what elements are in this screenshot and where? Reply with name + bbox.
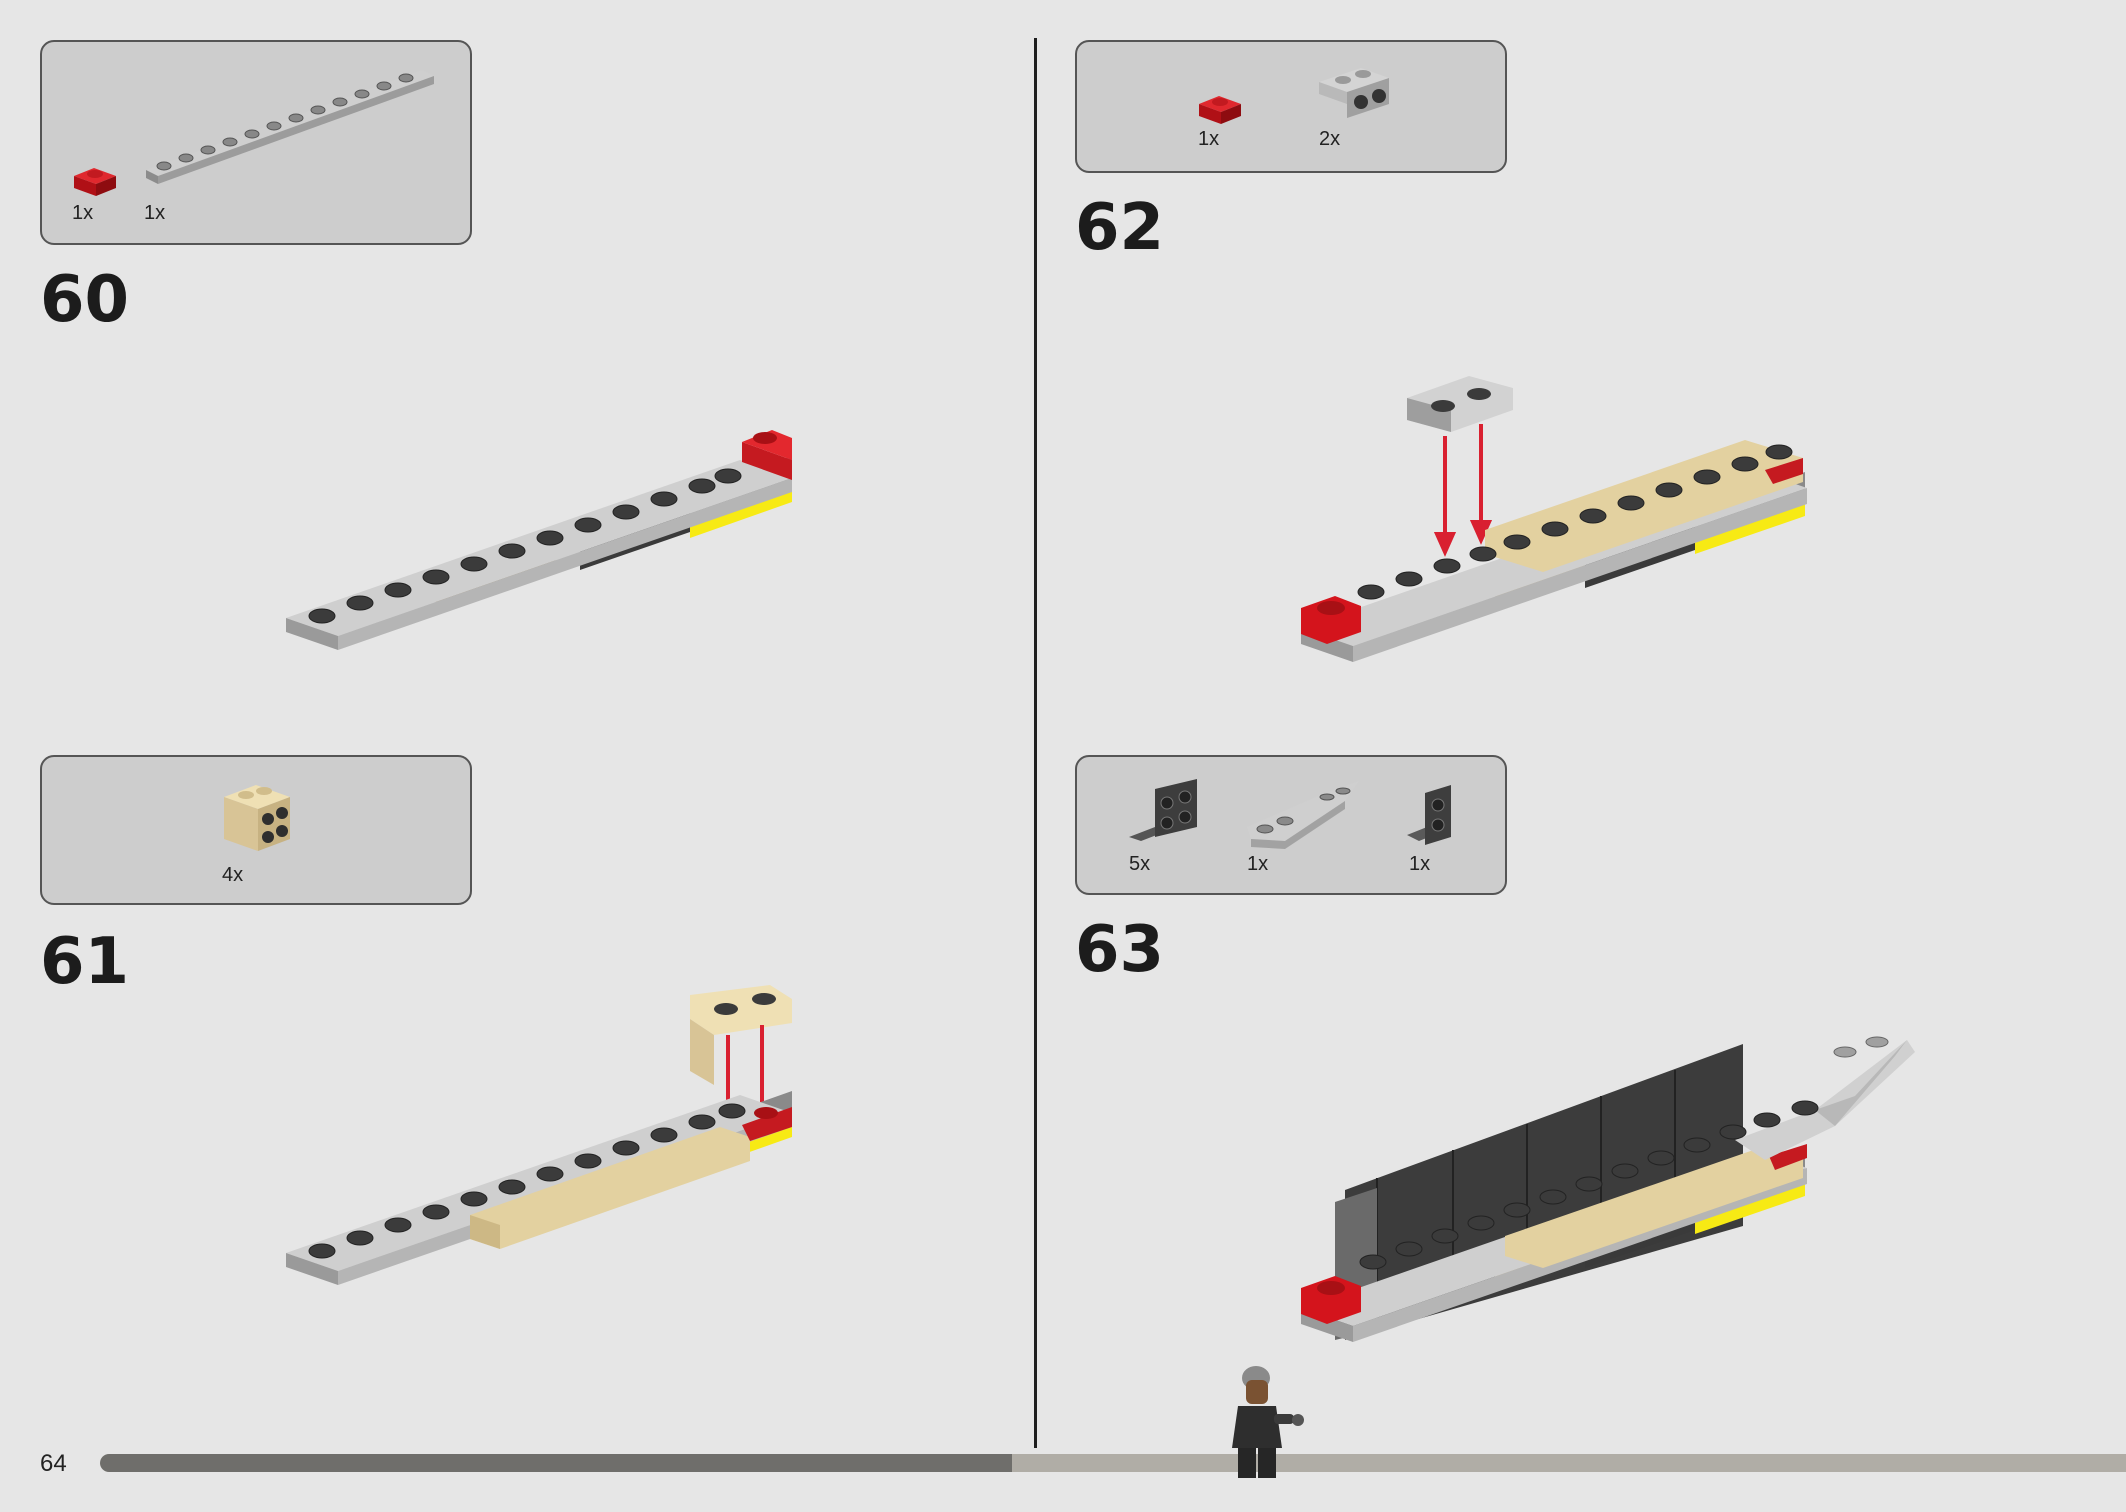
page-number: 64 — [40, 1450, 67, 1477]
dark-bracket-2x2-icon — [1129, 779, 1197, 841]
tan-bracket-2x2-icon — [224, 785, 290, 851]
gray-bracket-1x2-icon — [1319, 68, 1389, 118]
assembly-illustration-step-60 — [286, 430, 792, 650]
part-qty: 5x — [1129, 853, 1151, 875]
part-qty: 1x — [1247, 853, 1269, 875]
red-plate-1x1-icon — [1199, 96, 1241, 124]
parts-callout-step-63: 5x 1x 1x — [1075, 755, 1507, 895]
part-qty: 2x — [1319, 128, 1341, 150]
assembly-illustration-step-61 — [286, 985, 792, 1285]
parts-callout-step-60: 1x 1x — [40, 40, 472, 245]
gray-wedge-icon — [1247, 781, 1359, 849]
step-number: 61 — [40, 925, 130, 999]
assembly-illustration-step-62 — [1301, 376, 1807, 662]
part-qty: 4x — [222, 864, 244, 886]
dark-bracket-1x2-icon — [1407, 785, 1451, 845]
step-number: 63 — [1075, 913, 1165, 987]
part-qty: 1x — [72, 202, 94, 224]
part-qty: 1x — [1409, 853, 1431, 875]
page-divider — [1034, 38, 1037, 1448]
red-plate-1x1-icon — [74, 168, 116, 196]
parts-callout-step-62: 1x 2x — [1075, 40, 1507, 173]
progress-bar-fill — [100, 1454, 1012, 1472]
part-qty: 1x — [144, 202, 166, 224]
minifigure-icon — [1232, 1366, 1304, 1478]
progress-bar — [100, 1454, 2126, 1472]
step-number: 60 — [40, 263, 130, 337]
assembly-illustration-step-63 — [1301, 1036, 1915, 1342]
step-number: 62 — [1075, 191, 1165, 265]
part-qty: 1x — [1198, 128, 1220, 150]
gray-plate-1x12-icon — [146, 70, 434, 184]
parts-callout-step-61: 4x — [40, 755, 472, 905]
